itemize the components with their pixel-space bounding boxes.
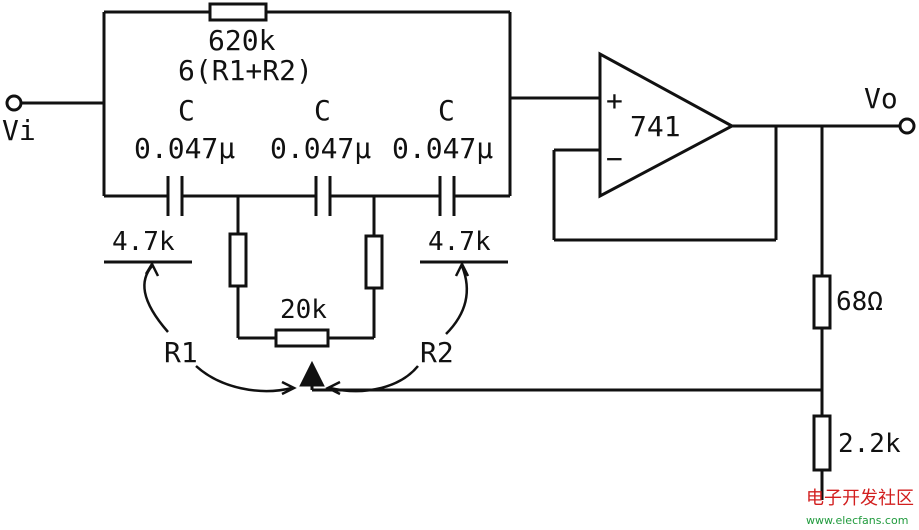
feedback-resistor-formula: 6(R1+R2) — [178, 54, 313, 87]
feedback-resistor-value: 620k — [208, 24, 276, 57]
watermark-line2: www.elecfans.com — [806, 514, 908, 527]
divider-resistor-2k2 — [812, 414, 832, 500]
opamp-minus-sign: − — [606, 142, 623, 175]
input-label: Vi — [2, 114, 36, 147]
capacitor-3-value: 0.047μ — [392, 132, 493, 165]
opamp-plus-sign: + — [606, 84, 623, 117]
r1-label: R1 — [164, 336, 198, 369]
capacitor-3-name: C — [438, 94, 455, 127]
divider-top-value: 68Ω — [836, 287, 883, 317]
potentiometer-value: 20k — [280, 295, 327, 325]
watermark-line1: 电子开发社区 — [806, 488, 914, 509]
r1-curved-arrows — [143, 261, 297, 396]
capacitor-1-name: C — [178, 94, 195, 127]
opamp-741 — [598, 51, 736, 199]
divider-bottom-value: 2.2k — [838, 429, 901, 459]
r2-label: R2 — [420, 336, 454, 369]
potentiometer-20k — [238, 328, 374, 348]
follower-feedback-loop — [552, 126, 778, 242]
potentiometer-wiper-arrow — [299, 360, 822, 392]
capacitor-2-value: 0.047μ — [270, 132, 371, 165]
capacitor-2-name: C — [314, 94, 331, 127]
r2-value: 4.7k — [428, 227, 491, 257]
opamp-label: 741 — [630, 110, 681, 143]
r2-curved-arrows — [325, 261, 470, 396]
shunt-resistor-right — [364, 196, 384, 338]
watermark: 电子开发社区 www.elecfans.com — [806, 488, 914, 527]
shunt-resistor-left — [228, 196, 248, 338]
capacitor-chain — [104, 176, 510, 216]
feedback-resistor-620k — [104, 2, 510, 22]
divider-resistor-68 — [812, 126, 832, 416]
capacitor-1-value: 0.047μ — [134, 132, 235, 165]
r1-value: 4.7k — [112, 227, 175, 257]
output-wire — [732, 117, 916, 135]
input-terminal — [5, 94, 104, 112]
output-label: Vo — [864, 82, 898, 115]
